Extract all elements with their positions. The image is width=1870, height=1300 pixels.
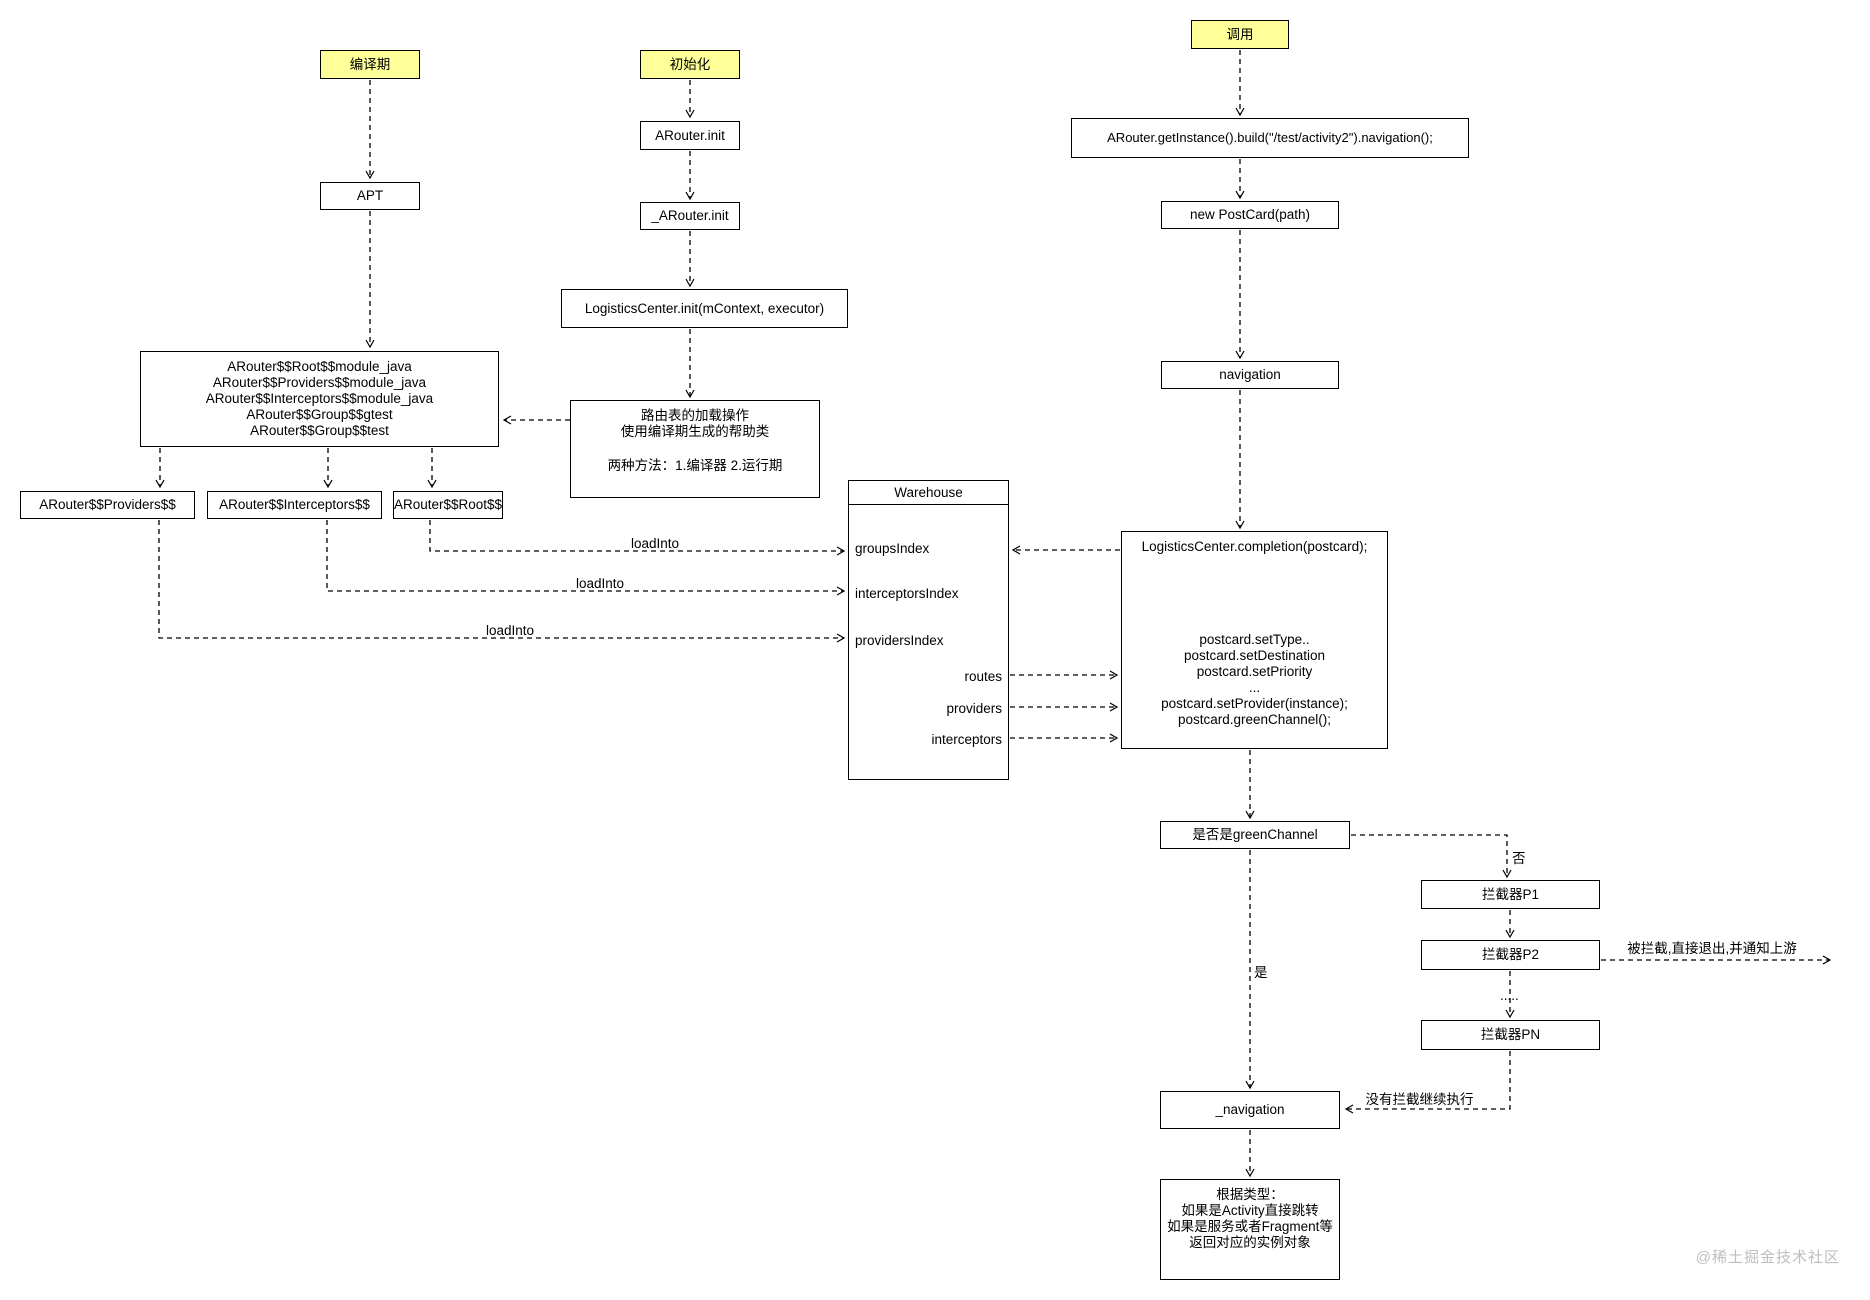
result-line: 根据类型： (1216, 1187, 1284, 1202)
node-new-postcard: new PostCard(path) (1161, 201, 1339, 229)
edge-greenchannel-no-to-p1 (1351, 834, 1512, 879)
node-warehouse: Warehouse groupsIndex interceptorsIndex … (848, 480, 1009, 780)
generated-class-line: ARouter$$Group$$gtest (246, 407, 393, 422)
edge-pn-to-navigation-internal (1344, 1051, 1511, 1114)
generated-class-line: ARouter$$Group$$test (250, 423, 389, 438)
node-arouter-init-internal: _ARouter.init (640, 202, 740, 230)
edge-root-loadinto (429, 520, 846, 556)
generated-class-line: ARouter$$Providers$$module_java (212, 375, 427, 390)
node-interceptor-p2: 拦截器P2 (1421, 940, 1600, 970)
completion-line: postcard.setDestination (1183, 648, 1326, 663)
warehouse-field-providers-index: providersIndex (855, 633, 944, 648)
edge-label-dots: ..... (1500, 988, 1519, 1003)
edge-label-loadinto-interceptors: loadInto (575, 576, 625, 591)
node-interceptors-class: ARouter$$Interceptors$$ (207, 491, 382, 519)
node-interceptor-pn: 拦截器PN (1421, 1020, 1600, 1050)
edge-interceptors-loadinto (326, 520, 846, 596)
edge-label-loadinto-root: loadInto (630, 536, 680, 551)
edge-providers-loadinto (158, 520, 846, 643)
node-green-channel-check: 是否是greenChannel (1160, 821, 1350, 849)
watermark: @稀土掘金技术社区 (1695, 1249, 1840, 1266)
route-load-line: 路由表的加载操作 (641, 408, 749, 423)
generated-class-line: ARouter$$Interceptors$$module_java (205, 391, 434, 406)
edge-label-continue: 没有拦截继续执行 (1365, 1092, 1474, 1107)
node-providers-class: ARouter$$Providers$$ (20, 491, 195, 519)
edge-label-loadinto-providers: loadInto (485, 623, 535, 638)
edge-label-no: 否 (1512, 851, 1526, 866)
warehouse-field-interceptors-index: interceptorsIndex (855, 586, 959, 601)
node-interceptor-p1: 拦截器P1 (1421, 880, 1600, 909)
node-logistics-init: LogisticsCenter.init(mContext, executor) (561, 289, 848, 328)
warehouse-field-interceptors: interceptors (931, 732, 1002, 747)
badge-compile-time: 编译期 (320, 50, 420, 79)
node-root-class: ARouter$$Root$$ (393, 491, 503, 519)
completion-title: LogisticsCenter.completion(postcard); (1141, 539, 1368, 554)
node-logistics-completion: LogisticsCenter.completion(postcard); po… (1121, 531, 1388, 749)
node-arouter-init: ARouter.init (640, 121, 740, 150)
result-line: 如果是服务或者Fragment等 (1167, 1219, 1333, 1234)
completion-body: postcard.setType.. postcard.setDestinati… (1122, 632, 1387, 728)
node-generated-classes: ARouter$$Root$$module_java ARouter$$Prov… (140, 351, 499, 447)
node-apt: APT (320, 182, 420, 210)
completion-line: postcard.greenChannel(); (1177, 712, 1332, 727)
completion-line: postcard.setType.. (1199, 632, 1310, 647)
result-line: 如果是Activity直接跳转 (1181, 1203, 1319, 1218)
node-route-table-load: 路由表的加载操作 使用编译期生成的帮助类 两种方法：1.编译器 2.运行期 (570, 400, 820, 498)
edge-label-yes: 是 (1254, 965, 1268, 980)
completion-line: postcard.setPriority (1196, 664, 1313, 679)
edge-label-intercepted-exit: 被拦截,直接退出,并通知上游 (1627, 941, 1797, 956)
node-navigation-internal: _navigation (1160, 1091, 1340, 1129)
completion-line: ... (1248, 680, 1261, 695)
result-line: 返回对应的实例对象 (1189, 1235, 1311, 1250)
warehouse-field-routes: routes (964, 669, 1002, 684)
completion-line: postcard.setProvider(instance); (1161, 696, 1348, 711)
node-navigation: navigation (1161, 361, 1339, 389)
node-result-by-type: 根据类型： 如果是Activity直接跳转 如果是服务或者Fragment等 返… (1160, 1179, 1340, 1280)
warehouse-field-providers: providers (946, 701, 1002, 716)
badge-initialization: 初始化 (640, 50, 740, 79)
warehouse-title: Warehouse (849, 481, 1008, 505)
route-load-line: 两种方法：1.编译器 2.运行期 (607, 458, 783, 473)
generated-class-line: ARouter$$Root$$module_java (227, 359, 412, 374)
badge-invoke: 调用 (1191, 20, 1289, 49)
route-load-line: 使用编译期生成的帮助类 (620, 424, 770, 439)
warehouse-field-groups-index: groupsIndex (855, 541, 930, 556)
node-build-call: ARouter.getInstance().build("/test/activ… (1071, 118, 1469, 158)
